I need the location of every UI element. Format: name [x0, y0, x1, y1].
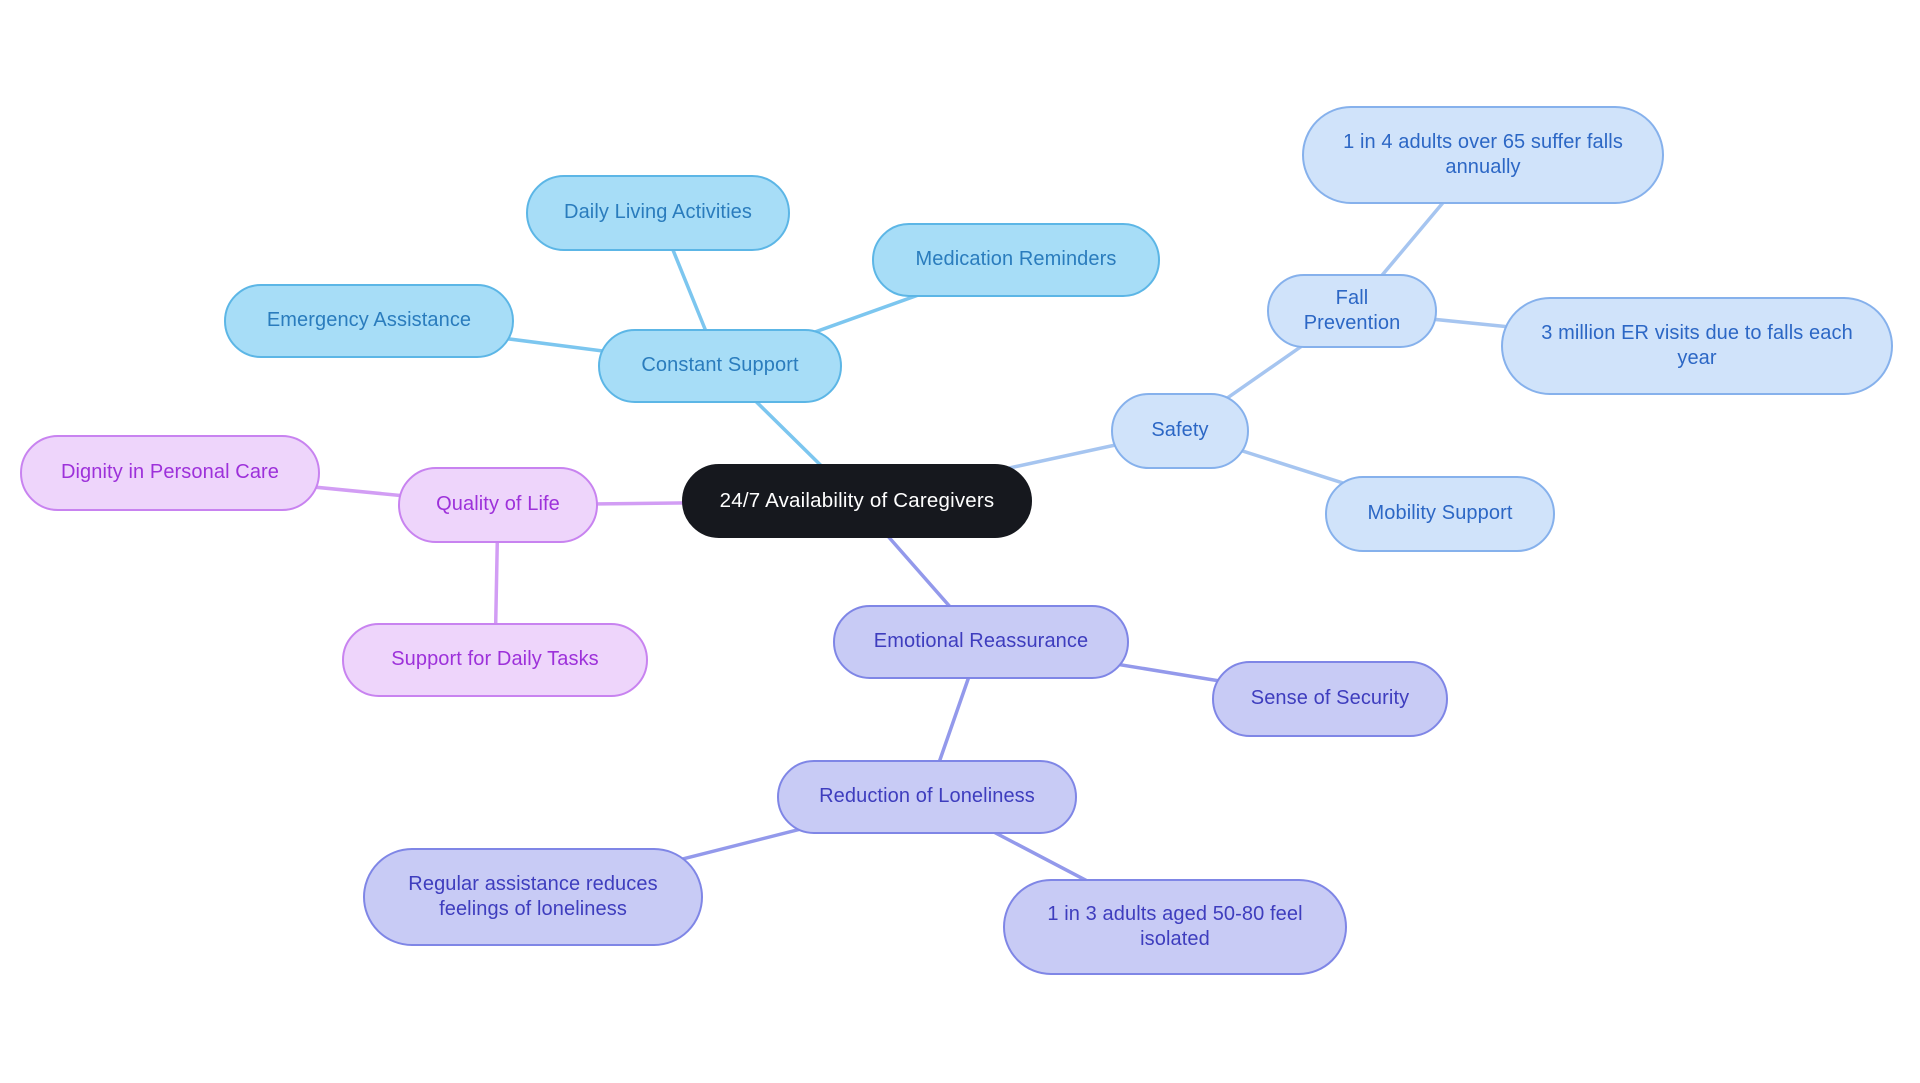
node-label: Daily Living Activities	[564, 201, 752, 224]
node-label: Sense of Security	[1250, 687, 1410, 710]
mindmap-node-dignity-personal-care[interactable]: Dignity in Personal Care	[20, 435, 320, 511]
node-label: Regular assistance reduces feelings of l…	[408, 872, 658, 920]
mindmap-node-emotional-reassurance[interactable]: Emotional Reassurance	[833, 605, 1129, 679]
node-label: Safety	[1151, 419, 1209, 442]
mindmap-node-mobility-support[interactable]: Mobility Support	[1325, 476, 1555, 552]
node-label: Mobility Support	[1367, 502, 1513, 525]
node-label: Reduction of Loneliness	[819, 785, 1035, 808]
mindmap-node-daily-living-activities[interactable]: Daily Living Activities	[526, 175, 790, 251]
mindmap-node-regular-assistance[interactable]: Regular assistance reduces feelings of l…	[363, 848, 703, 946]
mindmap-node-fall-prevention[interactable]: Fall Prevention	[1267, 274, 1437, 348]
node-label: Fall Prevention	[1303, 286, 1401, 334]
node-label: Quality of Life	[436, 493, 560, 516]
node-label: 3 million ER visits due to falls each ye…	[1541, 321, 1853, 369]
node-label: 24/7 Availability of Caregivers	[719, 489, 995, 513]
node-label: Constant Support	[641, 354, 799, 377]
mindmap-node-sense-of-security[interactable]: Sense of Security	[1212, 661, 1448, 737]
node-label: Support for Daily Tasks	[391, 648, 599, 671]
mindmap-node-er-visits[interactable]: 3 million ER visits due to falls each ye…	[1501, 297, 1893, 395]
node-label: 1 in 3 adults aged 50-80 feel isolated	[1047, 902, 1303, 950]
node-label: Emotional Reassurance	[873, 630, 1089, 653]
mindmap-node-reduction-of-loneliness[interactable]: Reduction of Loneliness	[777, 760, 1077, 834]
mindmap-node-medication-reminders[interactable]: Medication Reminders	[872, 223, 1160, 297]
node-label: Emergency Assistance	[266, 309, 472, 332]
mindmap-node-emergency-assistance[interactable]: Emergency Assistance	[224, 284, 514, 358]
node-label: 1 in 4 adults over 65 suffer falls annua…	[1343, 130, 1623, 178]
mindmap-node-support-daily-tasks[interactable]: Support for Daily Tasks	[342, 623, 648, 697]
node-label: Medication Reminders	[915, 248, 1117, 271]
node-label: Dignity in Personal Care	[60, 461, 280, 484]
mindmap-node-constant-support[interactable]: Constant Support	[598, 329, 842, 403]
mindmap-node-safety[interactable]: Safety	[1111, 393, 1249, 469]
mindmap-node-isolated-adults[interactable]: 1 in 3 adults aged 50-80 feel isolated	[1003, 879, 1347, 975]
mindmap-root-node[interactable]: 24/7 Availability of Caregivers	[682, 464, 1032, 538]
mindmap-node-falls-annually[interactable]: 1 in 4 adults over 65 suffer falls annua…	[1302, 106, 1664, 204]
mindmap-node-quality-of-life[interactable]: Quality of Life	[398, 467, 598, 543]
